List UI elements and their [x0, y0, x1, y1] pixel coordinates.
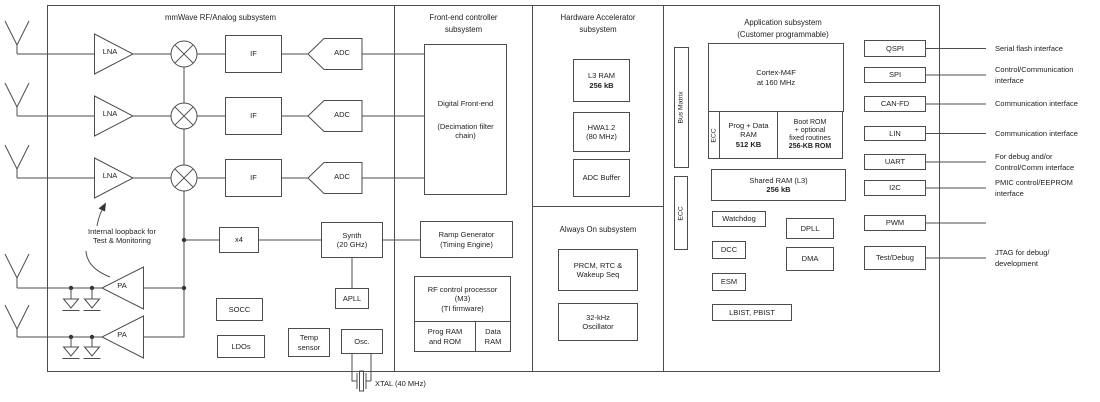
shared-ram-block: Shared RAM (L3)256 kB [711, 169, 846, 201]
if-block-2: IF [225, 97, 282, 135]
section-title-app: Application subsystem(Customer programma… [737, 18, 829, 39]
dma-block: DMA [786, 247, 834, 271]
i2c-block: I2C [864, 180, 926, 196]
test-debug-block: Test/Debug [864, 246, 926, 270]
dcc-block: DCC [712, 241, 746, 259]
synth-block: Synth(20 GHz) [321, 222, 383, 258]
qspi-block: QSPI [864, 40, 926, 57]
pa-label-1: PA [117, 281, 127, 290]
hwa-block: HWA1.2(80 MHz) [573, 112, 630, 152]
osc-block: Osc. [341, 329, 383, 354]
lna-triangle-3 [94, 157, 135, 199]
loopback-arrows [85, 202, 111, 278]
if-block-1: IF [225, 35, 282, 73]
adc-label-3: ADC [334, 172, 350, 181]
jtag-annotation: JTAG for debug/development [995, 248, 1050, 268]
rx-chain-2 [4, 82, 424, 137]
esd-clamp-icon [62, 337, 80, 359]
lna-triangle-1 [94, 33, 135, 75]
lna-label-1: LNA [102, 47, 118, 56]
esm-block: ESM [712, 273, 746, 291]
pa-label-2: PA [117, 330, 127, 339]
xtal-crystal-icon [351, 353, 372, 392]
if-block-3: IF [225, 159, 282, 197]
tx-antenna-1-icon [4, 253, 30, 288]
pa-triangle-2 [100, 315, 144, 359]
io-annotation-lines [926, 48, 986, 259]
rx-antenna-3-icon [4, 144, 30, 178]
watchdog-block: Watchdog [712, 211, 766, 227]
ecc-block-2: ECC [674, 176, 688, 250]
digital-front-end-block: Digital Front-end (Decimation filter cha… [424, 44, 507, 195]
tx-chain-2 [4, 304, 144, 359]
pa-triangle-1 [100, 266, 144, 310]
tx-antenna-2-icon [4, 304, 30, 337]
arrowhead-icon [98, 202, 106, 212]
adc-label-2: ADC [334, 110, 350, 119]
spi-block: SPI [864, 67, 926, 83]
section-title-alwayson: Always On subsystem [559, 225, 637, 234]
lna-label-2: LNA [102, 109, 118, 118]
uart-block: UART [864, 154, 926, 170]
tx-chain-1 [4, 253, 144, 311]
canfd-annotation: Communication interface [995, 99, 1078, 108]
rx-antenna-2-icon [4, 82, 30, 116]
canfd-block: CAN-FD [864, 96, 926, 112]
bus-matrix-block: Bus Matrix [674, 47, 689, 168]
rf-control-processor-block: RF control processor (M3) (TI firmware) … [414, 276, 511, 352]
rx-chain-1 [4, 20, 424, 75]
rx-chain-3 [4, 144, 424, 199]
multiplier-x4-block: x4 [219, 227, 259, 253]
rx-antenna-1-icon [4, 20, 30, 54]
xtal-label: XTAL (40 MHz) [375, 379, 426, 388]
lin-block: LIN [864, 126, 926, 141]
lna-label-3: LNA [102, 171, 118, 180]
socc-block: SOCC [216, 298, 263, 321]
adc-buffer-block: ADC Buffer [573, 159, 630, 197]
esd-clamp-icon [83, 337, 101, 359]
lna-triangle-2 [94, 95, 135, 137]
ldos-block: LDOs [217, 335, 265, 358]
rf-control-processor-label: RF control processor (M3) (TI firmware) [427, 285, 498, 313]
adc-label-1: ADC [334, 48, 350, 57]
apll-block: APLL [335, 288, 369, 309]
lbist-pbist-block: LBIST, PBIST [712, 304, 792, 321]
lo-distribution [143, 67, 420, 338]
ramp-generator-block: Ramp Generator(Timing Engine) [420, 221, 513, 258]
pwm-block: PWM [864, 215, 926, 231]
section-title-rf: mmWave RF/Analog subsystem [164, 13, 277, 22]
esd-clamp-icon [62, 288, 80, 311]
dpll-block: DPLL [786, 218, 834, 239]
prcm-rtc-block: PRCM, RTC &Wakeup Seq [558, 249, 638, 291]
lin-annotation: Communication interface [995, 129, 1078, 138]
esd-clamp-icon [83, 288, 101, 311]
qspi-annotation: Serial flash interface [995, 44, 1063, 53]
